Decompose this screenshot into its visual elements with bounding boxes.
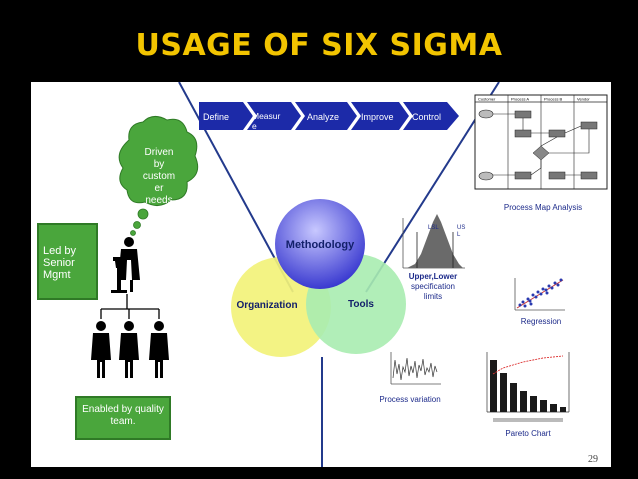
- leader-podium-figure: [111, 237, 140, 293]
- slide-title: USAGE OF SIX SIGMA: [135, 28, 503, 63]
- spec-caption-line3: limits: [424, 292, 442, 301]
- pareto-chart-graphic: Pareto Chart: [486, 352, 570, 438]
- bubble-line-5: needs: [145, 195, 172, 206]
- led-by-line-1: Led by: [43, 245, 77, 257]
- process-variation-caption: Process variation: [379, 395, 440, 404]
- dmaic-label-measure-line1: Measur: [252, 111, 281, 121]
- dmaic-label-measure-line2: e: [252, 121, 257, 131]
- team-member-figure: [149, 321, 169, 378]
- spec-label-usl-line1: US: [457, 225, 465, 231]
- process-variation-graphic: Process variation: [379, 352, 441, 404]
- spec-label-usl-line2: L: [457, 232, 461, 238]
- dmaic-label-improve: Improve: [361, 112, 394, 122]
- page-number: 29: [588, 454, 598, 465]
- dmaic-step-measure: [247, 102, 301, 130]
- divider-line-left: [178, 82, 294, 293]
- team-member-figure: [91, 321, 111, 378]
- regression-caption: Regression: [521, 317, 561, 326]
- led-by-line-3: Mgmt: [43, 269, 71, 281]
- venn-label-methodology: Methodology: [286, 239, 355, 251]
- bubble-line-4: er: [155, 183, 165, 194]
- regression-graphic: Regression: [514, 278, 565, 326]
- led-by-senior-mgmt-box: Led by Senior Mgmt: [37, 223, 98, 300]
- team-figures: [91, 321, 169, 378]
- venn-diagram: Methodology Organization Tools: [231, 199, 406, 357]
- process-map-header-2: Process A: [511, 97, 529, 102]
- process-map-header-1: Customer: [478, 97, 496, 102]
- bubble-line-2: by: [154, 159, 165, 170]
- pareto-caption: Pareto Chart: [505, 429, 551, 438]
- dmaic-step-analyze: [295, 102, 357, 130]
- enabled-by-line-2: team.: [110, 416, 136, 427]
- process-map-graphic: Customer Process A Process B Vendor Proc…: [474, 94, 608, 212]
- led-by-line-2: Senior: [43, 257, 75, 269]
- process-map-header-4: Vendor: [577, 97, 590, 102]
- spec-caption-line2: specification: [411, 282, 455, 291]
- dmaic-label-analyze: Analyze: [307, 112, 339, 122]
- bubble-line-1: Driven: [145, 147, 174, 158]
- dmaic-label-control: Control: [412, 112, 441, 122]
- venn-circle-methodology: [275, 199, 365, 289]
- team-member-figure: [119, 321, 139, 378]
- process-map-caption: Process Map Analysis: [504, 203, 582, 212]
- enabled-by-quality-team-box: Enabled by quality team.: [75, 396, 171, 440]
- dmaic-step-define: [199, 102, 253, 130]
- dmaic-step-control: [403, 102, 459, 130]
- process-map-header-3: Process B: [544, 97, 563, 102]
- spec-label-lsl: LSL: [428, 225, 439, 231]
- dmaic-label-define: Define: [203, 112, 229, 122]
- enabled-by-line-1: Enabled by quality: [82, 404, 164, 415]
- dmaic-step-improve: [351, 102, 409, 130]
- venn-label-organization: Organization: [236, 300, 297, 311]
- bubble-line-3: custom: [143, 171, 175, 182]
- venn-label-tools: Tools: [348, 299, 374, 310]
- spec-caption-line1: Upper,Lower: [409, 272, 457, 281]
- org-tree-connectors: [100, 294, 160, 319]
- thought-bubble: Driven by custom er needs: [118, 116, 199, 236]
